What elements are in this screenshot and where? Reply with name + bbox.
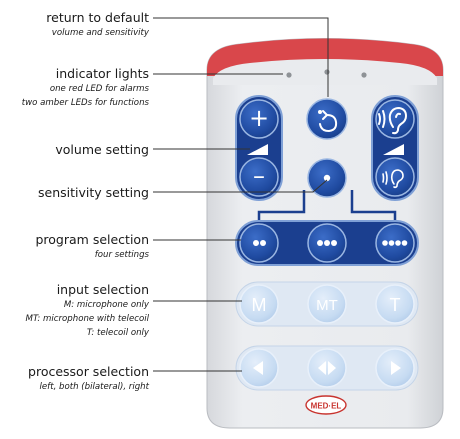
two-dots-icon: [253, 240, 266, 246]
ear-icon-large: [378, 106, 408, 135]
input-mt-button[interactable]: [307, 284, 347, 324]
label-return-to-default-sub: volume and sensitivity: [51, 28, 149, 38]
input-m-label: M: [252, 295, 267, 315]
label-program-selection-sub: four settings: [94, 250, 149, 260]
single-dot-icon: [323, 174, 331, 182]
plus-icon: +: [249, 104, 269, 132]
volume-control: [235, 95, 283, 201]
right-arrow-icon: [391, 361, 401, 375]
label-processor-selection-title: processor selection: [28, 364, 149, 379]
label-program-selection: program selection four settings: [35, 232, 149, 262]
input-t-label: T: [390, 295, 401, 315]
return-to-default-button[interactable]: [306, 98, 348, 140]
label-input-selection-sub-1: M: microphone only: [63, 300, 149, 310]
input-mt-label: MT: [316, 297, 338, 314]
processor-both-button[interactable]: [307, 348, 347, 388]
return-arrow-icon: [319, 110, 338, 133]
label-indicator-lights-sub-1: one red LED for alarms: [49, 84, 149, 94]
program-row: [235, 220, 419, 266]
label-volume-setting-title: volume setting: [55, 142, 149, 157]
label-input-selection-sub-2: MT: microphone with telecoil: [25, 314, 149, 324]
label-volume-setting: volume setting: [55, 142, 149, 158]
ear-icon-small: [382, 169, 404, 189]
volume-up-button[interactable]: [239, 99, 279, 139]
logo-text: MED·EL: [311, 402, 342, 411]
label-indicator-lights-title: indicator lights: [55, 66, 149, 81]
med-el-logo: MED·EL: [305, 395, 347, 415]
indicator-led-right: [361, 72, 367, 78]
indicator-led-left: [286, 72, 292, 78]
label-processor-selection-sub: left, both (bilateral), right: [39, 382, 150, 392]
label-return-to-default: return to default volume and sensitivity: [46, 10, 149, 40]
input-t-button[interactable]: [375, 284, 415, 324]
input-m-button[interactable]: [239, 284, 279, 324]
both-arrows-icon: [318, 361, 336, 375]
label-input-selection-sub-3: T: telecoil only: [86, 328, 149, 338]
minus-icon: –: [253, 162, 265, 190]
indicator-led-center: [324, 69, 330, 75]
label-processor-selection: processor selection left, both (bilatera…: [28, 364, 149, 394]
sensitivity-ramp-icon: [383, 144, 404, 155]
label-input-selection: input selection M: microphone only MT: m…: [26, 282, 149, 340]
sensitivity-control: [371, 95, 419, 201]
label-indicator-lights: indicator lights one red LED for alarms …: [22, 66, 149, 110]
sensitivity-down-button[interactable]: [375, 157, 415, 197]
label-input-selection-title: input selection: [56, 282, 149, 297]
leader-lines: [153, 17, 329, 372]
volume-ramp-icon: [247, 144, 268, 155]
label-sensitivity-setting: sensitivity setting: [38, 185, 149, 201]
label-indicator-lights-sub-2: two amber LEDs for functions: [21, 98, 149, 108]
return-dot-icon: [318, 110, 322, 114]
four-dots-icon: [382, 240, 408, 246]
label-program-selection-title: program selection: [35, 232, 149, 247]
label-sensitivity-setting-title: sensitivity setting: [38, 185, 149, 200]
left-arrow-icon: [253, 361, 263, 375]
three-dots-icon: [317, 240, 337, 246]
volume-down-button[interactable]: [239, 157, 279, 197]
program-button-3[interactable]: [375, 223, 415, 263]
processor-row: [235, 345, 419, 391]
label-return-to-default-title: return to default: [46, 10, 149, 25]
input-row: M MT T: [235, 281, 419, 327]
